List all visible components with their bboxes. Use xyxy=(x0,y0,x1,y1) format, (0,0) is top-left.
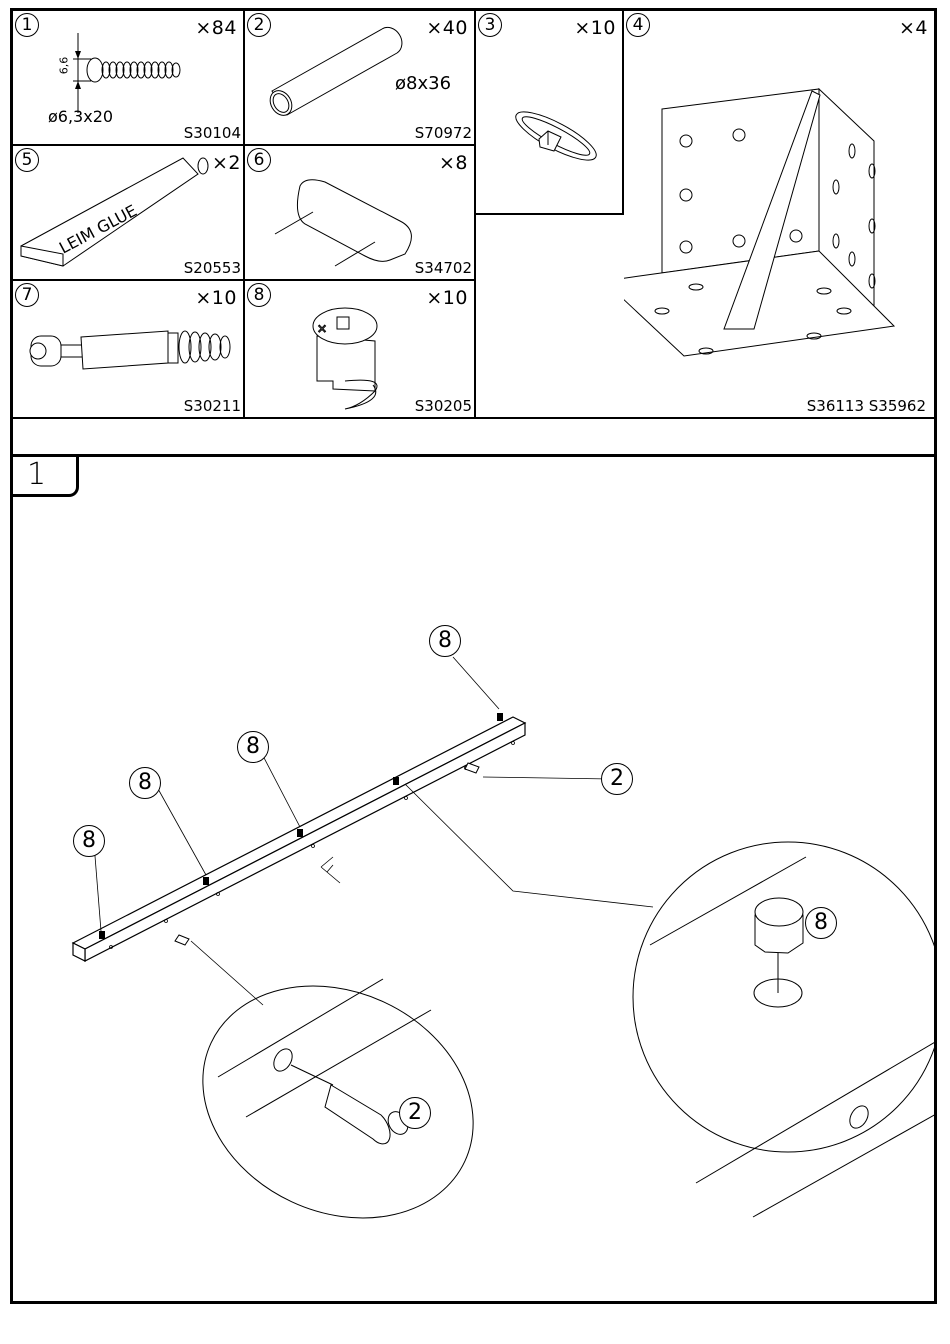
part-code: S30205 xyxy=(414,397,472,415)
screw-icon xyxy=(73,33,181,113)
step-illustration xyxy=(71,656,934,1219)
part-code: S34702 xyxy=(414,259,472,277)
part-1: 1 ×84 6,6 ø6,3x20 S30104 xyxy=(13,11,245,146)
rail-board xyxy=(71,716,527,962)
callout-dowel-detail: 2 xyxy=(399,1097,431,1129)
part-number: 1 xyxy=(15,13,39,37)
part-quantity: ×8 xyxy=(438,152,468,174)
part-dimension: ø8x36 xyxy=(395,73,452,94)
parts-list: 1 ×84 6,6 ø6,3x20 S30104 2 ×40 ø8x36 S70… xyxy=(13,11,934,417)
angle-bracket-icon xyxy=(624,87,896,357)
part-number: 2 xyxy=(247,13,271,37)
leader-lines xyxy=(92,656,654,1006)
part-6: 6 ×8 S34702 xyxy=(245,146,476,281)
glue-tube-icon: LEIM GLUE xyxy=(20,157,209,267)
callout-cam-lock: 8 xyxy=(73,825,105,857)
part-quantity: ×40 xyxy=(426,17,468,39)
part-code: S20553 xyxy=(183,259,241,277)
part-quantity: ×10 xyxy=(195,287,237,309)
rail-cam-locks xyxy=(99,713,503,939)
felt-pad-icon xyxy=(274,179,412,267)
part-head-dimension: 6,6 xyxy=(57,56,71,75)
dowel-icon xyxy=(269,26,403,116)
svg-text:✕: ✕ xyxy=(317,322,327,336)
rail-holes xyxy=(109,741,515,949)
cam-lock-icon: ✕ xyxy=(312,307,378,410)
callout-dowel: 2 xyxy=(601,763,633,795)
part-2: 2 ×40 ø8x36 S70972 xyxy=(245,11,476,146)
callout-cam-lock: 8 xyxy=(237,731,269,763)
callout-cam-lock-detail: 8 xyxy=(805,907,837,939)
callout-cam-lock: 8 xyxy=(429,625,461,657)
part-number: 7 xyxy=(15,283,39,307)
part-8: ✕ 8 ×10 S30205 xyxy=(245,281,476,417)
part-5: LEIM GLUE 5 ×2 S20553 xyxy=(13,146,245,281)
part-quantity: ×4 xyxy=(898,17,928,39)
part-code: S30104 xyxy=(183,124,241,142)
part-number: 5 xyxy=(15,148,39,172)
part-code: S36113 S35962 xyxy=(806,397,926,415)
part-quantity: ×2 xyxy=(211,152,241,174)
part-number: 6 xyxy=(247,148,271,172)
part-quantity: ×84 xyxy=(195,17,237,39)
part-code: S70972 xyxy=(414,124,472,142)
step-number: 1 xyxy=(13,457,79,497)
callout-cam-lock: 8 xyxy=(129,767,161,799)
part-quantity: ×10 xyxy=(426,287,468,309)
part-number: 8 xyxy=(247,283,271,307)
part-number: 4 xyxy=(626,13,650,37)
instruction-page: 1 ×84 6,6 ø6,3x20 S30104 2 ×40 ø8x36 S70… xyxy=(10,8,937,1304)
cam-washer-icon xyxy=(515,111,597,161)
part-4: 4 ×4 S36113 S35962 xyxy=(624,11,934,417)
separator-strip xyxy=(13,417,934,457)
rail-dowels xyxy=(174,762,480,946)
part-number: 3 xyxy=(478,13,502,37)
part-3: 3 ×10 xyxy=(476,11,624,215)
part-quantity: ×10 xyxy=(574,17,616,39)
assembly-step: 1 xyxy=(13,457,934,1301)
detail-dowel xyxy=(202,978,474,1219)
cam-bolt-icon xyxy=(29,330,231,370)
detail-cam-lock xyxy=(632,841,934,1218)
part-dimension: ø6,3x20 xyxy=(48,107,114,126)
front-marker-icon xyxy=(320,856,341,884)
part-7: 7 ×10 S30211 xyxy=(13,281,245,417)
part-code: S30211 xyxy=(183,397,241,415)
